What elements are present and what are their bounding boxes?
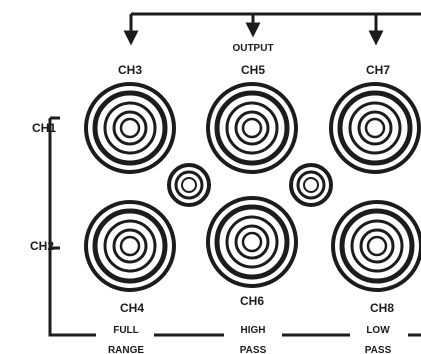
ch1-label: CH1 xyxy=(32,121,56,135)
ch7-jack xyxy=(329,82,421,174)
full-range-label-line1: FULL xyxy=(113,325,139,336)
high-pass-label-line2: PASS xyxy=(240,345,267,354)
ch7-label: CH7 xyxy=(366,63,390,77)
high-pass-label-line1: HIGH xyxy=(241,325,266,336)
ch4-label: CH4 xyxy=(120,301,144,315)
ch8-label: CH8 xyxy=(370,301,394,315)
ch2-label: CH2 xyxy=(30,239,54,253)
low-pass-label-line2: PASS xyxy=(365,345,392,354)
ch3-jack xyxy=(84,82,176,174)
full-range-label-line2: RANGE xyxy=(108,345,144,354)
ch8-jack xyxy=(331,200,421,292)
left-screw xyxy=(167,163,211,207)
ch5-jack xyxy=(206,82,298,174)
ch4-jack xyxy=(84,200,176,292)
ch6-label: CH6 xyxy=(240,294,264,308)
band-labels: FULL RANGE HIGH PASS LOW PASS xyxy=(96,320,408,354)
left-bracket xyxy=(48,116,421,337)
output-bus xyxy=(123,12,421,46)
ch3-label: CH3 xyxy=(118,63,142,77)
low-pass-label-line1: LOW xyxy=(366,325,390,336)
ch5-label: CH5 xyxy=(241,63,265,77)
ch6-jack xyxy=(206,196,298,288)
right-screw xyxy=(289,163,333,207)
output-label: OUTPUT xyxy=(232,43,273,54)
